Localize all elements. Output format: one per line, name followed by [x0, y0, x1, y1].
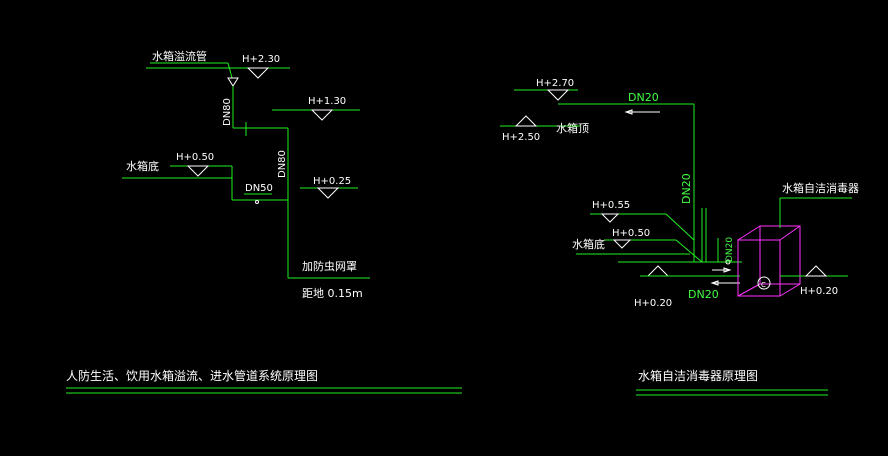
tank-top-label: 水箱顶: [556, 121, 589, 135]
device-mark: C: [761, 281, 766, 289]
flow-arrow-head: [624, 109, 633, 115]
flow-arrow-head: [710, 280, 719, 286]
pipe-size-dn20-bottom: DN20: [688, 288, 719, 301]
elevation-h270: H+2.70: [536, 78, 574, 89]
valve-dot: [255, 200, 259, 204]
right-diagram: C H+2.70 H+2.50 水箱顶 DN20 DN20 水箱自洁消毒器 H+…: [500, 78, 859, 396]
elevation-marker: [546, 89, 570, 101]
tank-bottom-label: 水箱底: [126, 159, 159, 173]
elevation-marker: [186, 165, 210, 177]
pipe-size-dn20-small: DN20: [725, 237, 735, 262]
elevation-h230: H+2.30: [242, 54, 280, 65]
tank-bottom-label: 水箱底: [572, 237, 605, 251]
sterilizer-edge: [737, 283, 761, 297]
left-diagram: 水箱溢流管 H+2.30 H+1.30 DN80 DN80 水箱底 H+0.50…: [66, 49, 462, 394]
elevation-h050: H+0.50: [612, 228, 650, 239]
pipe-size-dn20-top: DN20: [628, 91, 659, 104]
elevation-marker: [227, 77, 239, 87]
pipe-size-dn20-vertical: DN20: [680, 173, 693, 204]
elevation-marker: [612, 239, 632, 249]
pipe-size-dn80: DN80: [277, 150, 288, 178]
elevation-marker: [310, 109, 334, 121]
sterilizer-edge: [737, 225, 761, 241]
pipe-size-dn50: DN50: [245, 183, 273, 194]
valve-dot: [725, 259, 731, 265]
right-diagram-title: 水箱自洁消毒器原理图: [638, 368, 758, 383]
elevation-marker: [804, 265, 828, 277]
pipe-diagonal: [665, 213, 695, 241]
elevation-marker: [600, 213, 620, 223]
pipe-size-dn80: DN80: [222, 98, 233, 126]
elevation-marker: [514, 115, 538, 127]
pipe-diagonal: [675, 239, 703, 263]
elevation-h055: H+0.55: [592, 200, 630, 211]
elevation-marker: [246, 67, 270, 79]
sterilizer-label: 水箱自洁消毒器: [782, 181, 859, 195]
overflow-pipe-label: 水箱溢流管: [152, 49, 207, 63]
left-diagram-title: 人防生活、饮用水箱溢流、进水管道系统原理图: [66, 368, 318, 383]
sterilizer-front: [737, 239, 781, 297]
elevation-marker: [316, 187, 340, 199]
leader-line: [227, 62, 233, 79]
sterilizer-device-icon: [757, 276, 771, 290]
sterilizer-edge: [779, 225, 801, 241]
elevation-h050: H+0.50: [176, 152, 214, 163]
flow-arrow-head: [723, 267, 732, 273]
elevation-h020-right: H+0.20: [800, 286, 838, 297]
elevation-h025: H+0.25: [313, 176, 351, 187]
sterilizer-edge: [779, 283, 801, 297]
elevation-h130: H+1.30: [308, 96, 346, 107]
insect-cover-label: 加防虫网罩: [302, 259, 357, 273]
ground-distance-label: 距地 0.15m: [302, 287, 363, 300]
elevation-h020-left: H+0.20: [634, 298, 672, 309]
elevation-marker: [646, 265, 670, 277]
elevation-h250: H+2.50: [502, 132, 540, 143]
